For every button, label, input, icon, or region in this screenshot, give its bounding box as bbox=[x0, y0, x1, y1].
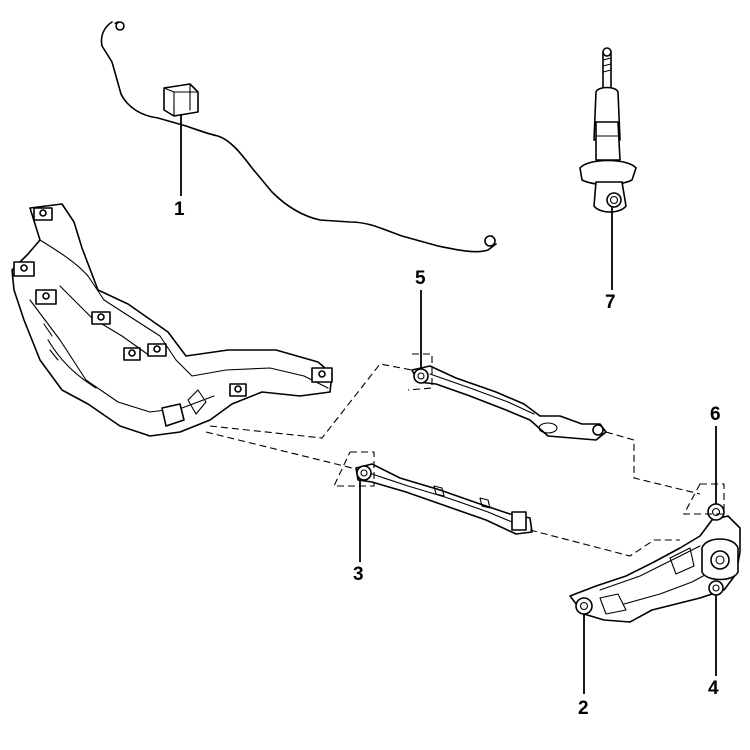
upper-control-link bbox=[411, 365, 607, 441]
callout-3: 3 bbox=[353, 564, 364, 585]
leader-lines bbox=[180, 114, 717, 694]
stabilizer-bar bbox=[100, 21, 497, 253]
callout-5: 5 bbox=[415, 268, 426, 289]
callout-2: 2 bbox=[578, 698, 589, 719]
callout-1: 1 bbox=[174, 199, 185, 220]
shock-absorber bbox=[579, 47, 637, 213]
rear-subframe bbox=[11, 203, 333, 437]
lower-lateral-link bbox=[355, 463, 533, 535]
callout-7: 7 bbox=[605, 292, 616, 313]
rear-knuckle-arm bbox=[569, 503, 741, 623]
callout-4: 4 bbox=[708, 678, 719, 699]
callout-6: 6 bbox=[710, 404, 721, 425]
